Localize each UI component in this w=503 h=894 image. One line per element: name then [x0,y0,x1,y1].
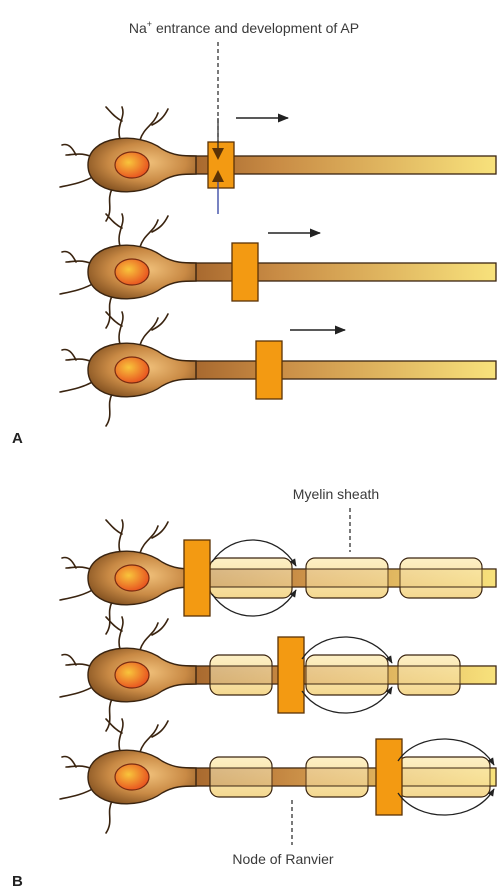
nucleus [115,565,149,591]
action-potential-zone [256,341,282,399]
dendrite [152,721,168,737]
nucleus [115,662,149,688]
dendrite [106,394,112,426]
dendrite [106,107,122,121]
dendrite [119,312,123,344]
dendrite [152,522,168,538]
axon [160,263,496,281]
neuron [60,719,496,833]
dendrite [152,314,168,330]
dendrite [140,220,158,247]
nucleus [115,152,149,178]
dendrite [119,520,123,552]
axon-core [210,666,496,684]
dendrite [119,617,123,649]
neuron [60,520,496,634]
action-potential-zone [184,540,210,616]
action-potential-zone [278,637,304,713]
neuron [60,107,496,221]
dendrite [140,113,158,140]
axon-core [210,768,496,786]
panel-a-unmyelinated [60,107,496,426]
dendrite [140,623,158,650]
action-potential-zone [232,243,258,301]
dendrite [106,801,112,833]
dendrite [152,216,168,232]
nucleus [115,357,149,383]
na-entrance-label: Na+ entrance and development of AP [129,19,359,36]
dendrite [119,719,123,751]
dendrite [106,699,112,731]
dendrite [119,214,123,246]
dendrite [62,144,76,155]
nucleus [115,764,149,790]
dendrite [62,756,76,767]
dendrite [119,107,123,139]
dendrite [152,619,168,635]
node-of-ranvier-label: Node of Ranvier [232,851,334,867]
dendrite [140,526,158,553]
action-potential-zone [376,739,402,815]
axon [160,361,496,379]
neuron [60,617,496,731]
dendrite [62,557,76,568]
myelin-sheath-label: Myelin sheath [293,486,379,502]
dendrite [62,349,76,360]
neuron [60,214,496,328]
axon-core [210,569,496,587]
dendrite [106,520,122,534]
nucleus [115,259,149,285]
panel-b-myelinated [60,520,496,833]
panel-b-letter: B [12,873,23,889]
dendrite [152,109,168,125]
dendrite [106,214,122,228]
dendrite [62,251,76,262]
dendrite [140,318,158,345]
dendrite [62,654,76,665]
dendrite [140,725,158,752]
panel-a-letter: A [12,430,23,447]
neuron [60,312,496,426]
